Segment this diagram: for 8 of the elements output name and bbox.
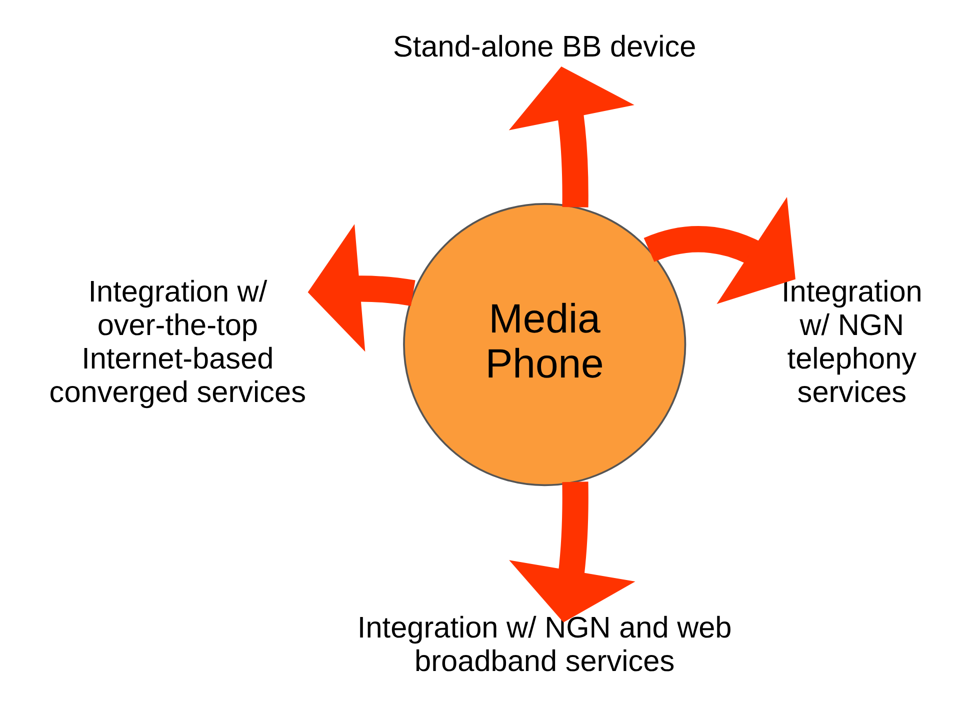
arrow <box>508 482 635 622</box>
arrow <box>307 224 415 352</box>
node-text: Integration w/ over-the-top Internet-based converged services <box>48 275 306 409</box>
node-text: Integration w/ NGN telephony services <box>781 275 922 409</box>
node-circle: Media Phone <box>402 202 686 486</box>
node-text: Integration w/ NGN and web broadband services <box>356 612 732 678</box>
node-text: Stand-alone BB device <box>392 30 696 64</box>
arrow <box>508 66 634 208</box>
